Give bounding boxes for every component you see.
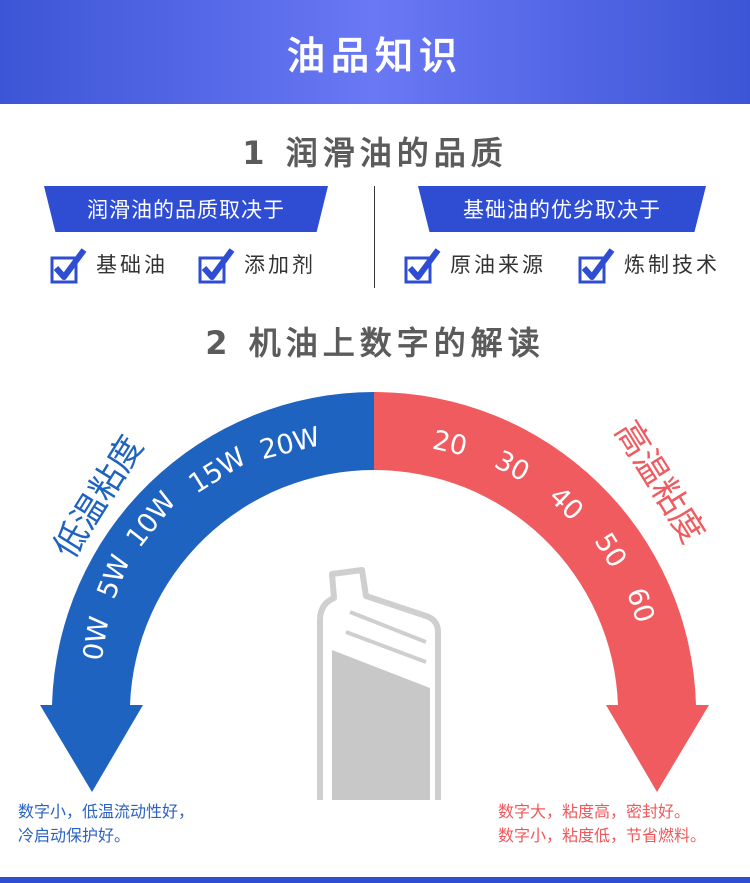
low-grade-label: 0W	[78, 614, 116, 663]
check-item-crude-source: 原油来源	[404, 244, 546, 284]
check-item-label: 原油来源	[450, 253, 546, 277]
note-line: 数字大，粘度高，密封好。	[498, 802, 691, 821]
check-item-label: 基础油	[96, 253, 168, 277]
high-temp-arrowhead	[606, 705, 709, 792]
check-icon	[50, 248, 87, 284]
check-item-refining: 炼制技术	[578, 244, 720, 284]
oil-bottle-icon	[317, 567, 441, 800]
check-icon	[404, 248, 441, 284]
check-item-base-oil: 基础油	[50, 244, 168, 284]
note-line: 数字小，粘度低，节省燃料。	[498, 826, 707, 845]
bottom-bar	[0, 877, 750, 883]
lube-quality-tag: 润滑油的品质取决于	[44, 186, 328, 232]
high-temp-note: 数字大，粘度高，密封好。 数字小，粘度低，节省燃料。	[498, 800, 706, 848]
low-temp-arrowhead	[40, 705, 143, 792]
base-oil-quality-tag: 基础油的优劣取决于	[418, 186, 706, 232]
low-temp-note: 数字小，低温流动性好， 冷启动保护好。	[18, 800, 194, 848]
low-temp-arc	[52, 391, 374, 705]
check-item-label: 添加剂	[244, 253, 316, 277]
check-item-additive: 添加剂	[198, 244, 316, 284]
viscosity-gauge: 0W 5W 10W 15W 20W 20 30 40 50 60 低温粘度 高温…	[40, 391, 712, 800]
note-line: 冷启动保护好。	[18, 826, 131, 845]
header-banner: 油品知识	[0, 0, 750, 104]
check-icon	[578, 248, 615, 284]
check-icon	[198, 248, 235, 284]
check-item-label: 炼制技术	[624, 253, 720, 277]
section-1-title: 1 润滑油的品质	[242, 134, 508, 172]
banner-title: 油品知识	[286, 33, 463, 78]
section-divider	[374, 186, 375, 288]
high-grade-label: 20	[430, 425, 470, 462]
note-line: 数字小，低温流动性好，	[18, 802, 195, 821]
high-temp-arc	[374, 391, 696, 705]
section-2-title: 2 机油上数字的解读	[205, 324, 545, 362]
